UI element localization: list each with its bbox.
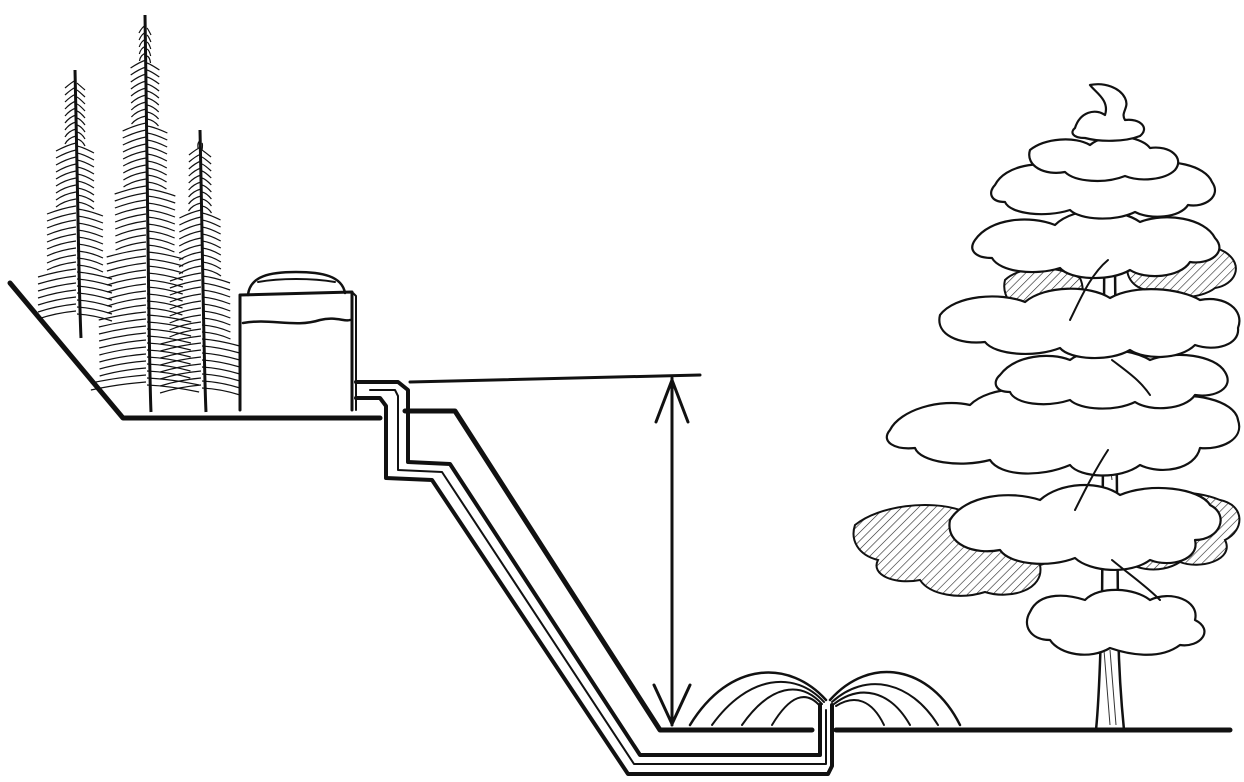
pipe bbox=[354, 380, 834, 776]
water-tank bbox=[238, 270, 357, 412]
ground-line bbox=[7, 280, 1233, 733]
conifer-trees bbox=[37, 14, 241, 413]
conifer-tree bbox=[90, 14, 200, 413]
conifer-tree bbox=[159, 129, 241, 413]
conifer-tree bbox=[37, 69, 113, 339]
deciduous-tree bbox=[852, 83, 1241, 732]
sprinkler-spray bbox=[688, 670, 962, 727]
head-height-arrow bbox=[408, 373, 702, 727]
